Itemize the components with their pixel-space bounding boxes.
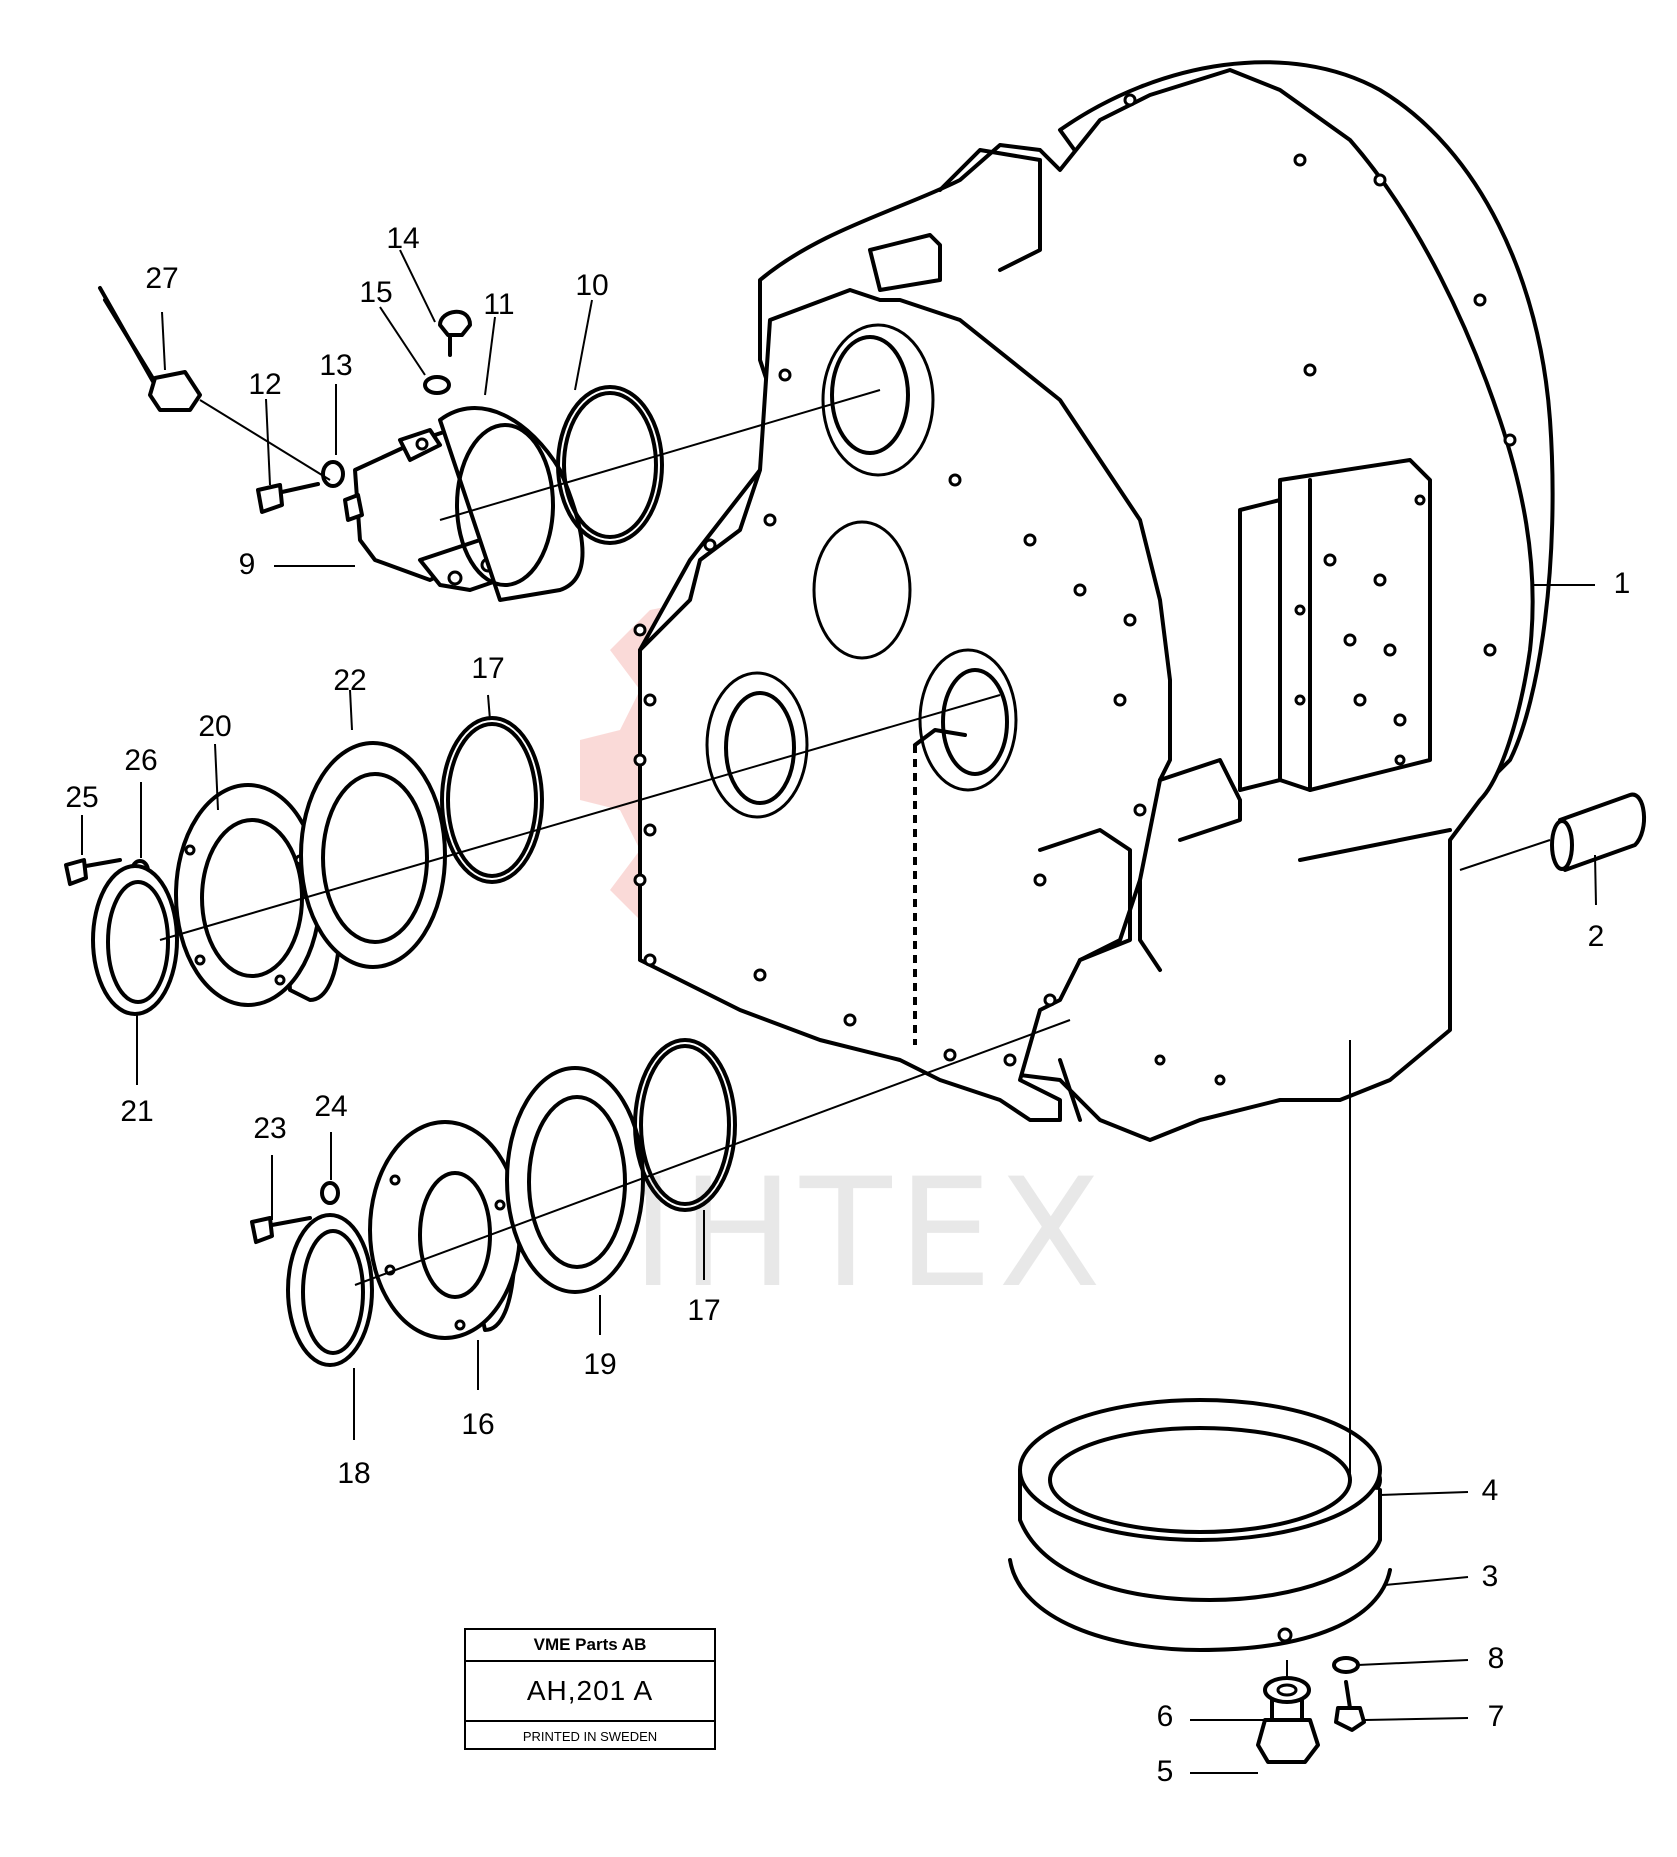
leader-lines <box>81 249 1597 1774</box>
callout-17-upper: 17 <box>471 652 504 685</box>
callout-4: 4 <box>1482 1474 1499 1507</box>
callout-10: 10 <box>575 269 608 302</box>
bolt-part-12 <box>256 482 320 514</box>
title-block-drawing-code: AH,201 A <box>466 1662 714 1722</box>
title-block: VME Parts AB AH,201 A PRINTED IN SWEDEN <box>464 1628 716 1750</box>
callout-12: 12 <box>248 368 281 401</box>
nut-part-27 <box>98 286 331 481</box>
oring-part-10 <box>439 385 881 545</box>
bolt-part-23 <box>250 1216 312 1244</box>
gasket-part-22 <box>299 741 447 969</box>
callout-20: 20 <box>198 710 231 743</box>
bushing-part-2 <box>1459 792 1647 872</box>
callout-25: 25 <box>65 781 98 814</box>
washer-part-13 <box>321 460 345 488</box>
callout-13: 13 <box>319 349 352 382</box>
callout-9: 9 <box>239 548 256 581</box>
flange-part-16 <box>368 1120 522 1340</box>
callout-18: 18 <box>337 1457 370 1490</box>
washer-part-24 <box>320 1181 340 1205</box>
washer-part-15 <box>423 375 451 395</box>
housing-part-1 <box>633 60 1555 1142</box>
gasket-part-19 <box>505 1066 645 1294</box>
callout-24: 24 <box>314 1090 347 1123</box>
washer-part-6 <box>1263 1660 1311 1704</box>
callout-6: 6 <box>1157 1700 1174 1733</box>
callout-19: 19 <box>583 1348 616 1381</box>
gasket-part-3 <box>1008 1040 1392 1652</box>
callout-8: 8 <box>1488 1642 1505 1675</box>
callout-15: 15 <box>359 276 392 309</box>
callout-11: 11 <box>483 288 514 321</box>
oring-part-17-upper <box>440 716 544 884</box>
seal-part-18 <box>286 1213 374 1367</box>
callout-14: 14 <box>386 222 419 255</box>
callout-7: 7 <box>1488 1700 1505 1733</box>
callout-1: 1 <box>1614 567 1631 600</box>
callout-27: 27 <box>145 262 178 295</box>
bolt-part-25 <box>64 858 122 886</box>
seal-part-21 <box>91 864 179 1016</box>
callout-23: 23 <box>253 1112 286 1145</box>
title-block-company: VME Parts AB <box>466 1630 714 1662</box>
title-block-printed-note: PRINTED IN SWEDEN <box>522 1729 658 1744</box>
plug-part-5 <box>1256 1698 1320 1764</box>
callout-26: 26 <box>124 744 157 777</box>
callout-5: 5 <box>1157 1755 1174 1788</box>
oring-part-17-lower <box>633 1038 737 1212</box>
ring-part-4 <box>1018 1398 1382 1602</box>
callout-22: 22 <box>333 664 366 697</box>
breather-part-14 <box>438 309 472 357</box>
callout-labels: 1 2 3 4 5 6 7 8 9 10 11 12 13 14 15 16 1… <box>65 222 1630 1788</box>
callout-3: 3 <box>1482 1560 1499 1593</box>
washer-part-8 <box>1332 1656 1360 1674</box>
callout-2: 2 <box>1588 920 1605 953</box>
callout-17-lower: 17 <box>687 1294 720 1327</box>
callout-16: 16 <box>461 1408 494 1441</box>
callout-21: 21 <box>120 1095 153 1128</box>
housing-bolt-holes <box>633 93 1517 1086</box>
screw-part-7 <box>1334 1680 1366 1732</box>
